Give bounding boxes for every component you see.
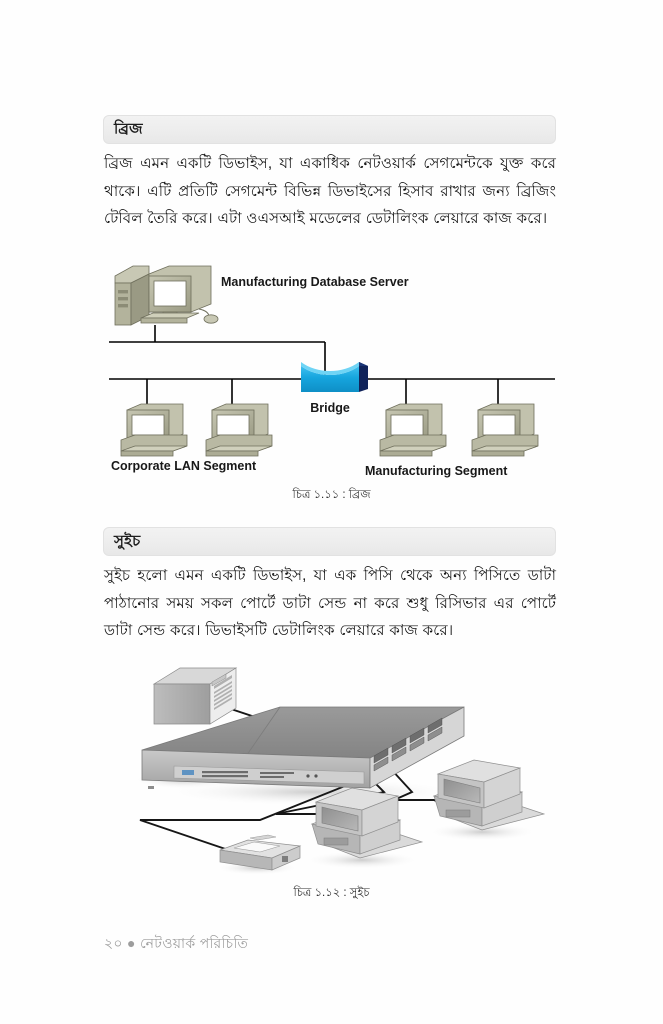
- bridge-connection-lines: [109, 325, 555, 405]
- figure-caption-switch: চিত্র ১.১২ : সুইচ: [293, 887, 370, 899]
- server-tower-icon: [152, 667, 238, 725]
- section-paragraph-bridge: ব্রিজ এমন একটি ডিভাইস, যা একাধিক নেটওয়া…: [104, 155, 556, 227]
- figure-bridge-diagram: Manufacturing Database Server Bridge: [103, 262, 563, 480]
- section-heading-bridge: ব্রিজ: [114, 120, 143, 137]
- pc-icon-lan-1: [120, 403, 188, 457]
- right-segment-label: Manufacturing Segment: [365, 464, 508, 478]
- left-segment-label: Corporate LAN Segment: [111, 459, 257, 473]
- pc-icon-mfg-2: [471, 403, 539, 457]
- workstation-icon-2: [432, 759, 546, 831]
- server-label: Manufacturing Database Server: [221, 275, 409, 289]
- switch-ports: [373, 717, 443, 772]
- page-footer: ২০ ● নেটওয়ার্ক পরিচিতি: [104, 935, 249, 951]
- pc-icon-lan-2: [205, 403, 273, 457]
- bridge-label: Bridge: [310, 401, 350, 415]
- section-heading-bar-bridge: ব্রিজ: [103, 115, 556, 144]
- bridge-device-icon: [301, 362, 368, 392]
- figure-switch-diagram: [112, 662, 562, 877]
- section-paragraph-switch: সুইচ হলো এমন একটি ডিভাইস, যা এক পিসি থেক…: [104, 567, 556, 639]
- section-heading-switch: সুইচ: [114, 532, 141, 549]
- network-switch-icon: [141, 706, 465, 789]
- workstation-icon-1: [310, 787, 424, 859]
- section-heading-bar-switch: সুইচ: [103, 527, 556, 556]
- printer-icon: [219, 834, 302, 871]
- pc-icon-mfg-1: [379, 403, 447, 457]
- figure-caption-bridge: চিত্র ১.১১ : ব্রিজ: [292, 489, 371, 501]
- server-icon: [114, 265, 219, 326]
